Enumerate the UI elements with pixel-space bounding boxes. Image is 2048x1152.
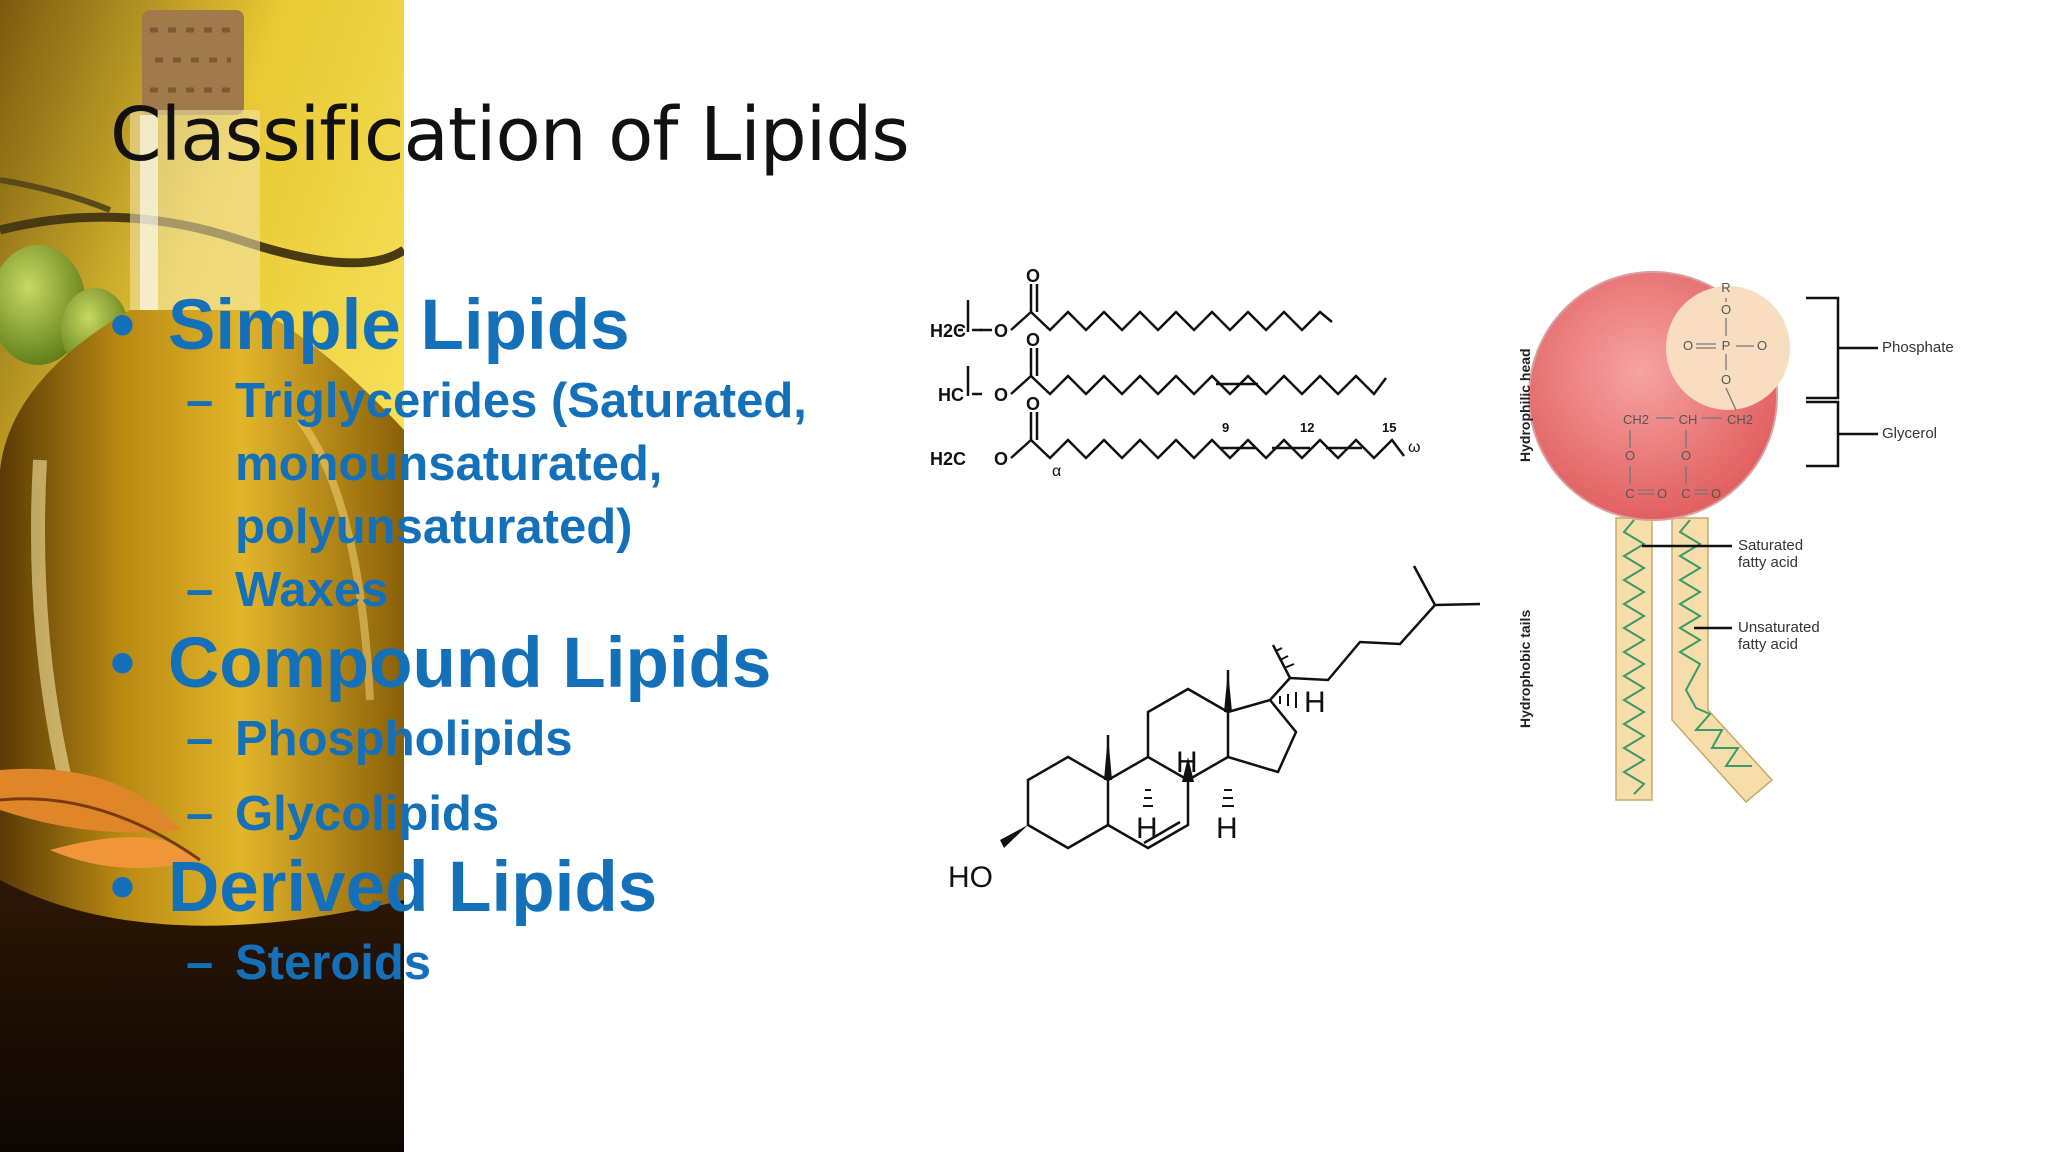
ch2-group: CH2 (1727, 412, 1753, 427)
hydrophilic-head-label: Hydrophilic head (1517, 348, 1533, 462)
carbon-atom: C (1681, 486, 1690, 501)
bullet-simple-lipids: • Simple Lipids (110, 286, 910, 366)
dash-mark: – (186, 712, 214, 766)
glycerol-c3-label: H2C (930, 449, 966, 469)
oxygen-atom: O (1657, 486, 1667, 501)
carbon-atom: C (1625, 486, 1634, 501)
oxygen-atom: O (1711, 486, 1721, 501)
oxygen-atom: O (1721, 372, 1731, 387)
subitem-label-line2: monounsaturated, (235, 437, 663, 491)
phosphorus-atom: P (1722, 338, 1731, 353)
dash-mark: – (186, 563, 214, 617)
bullet-label: Simple Lipids (168, 286, 630, 365)
cholesterol-structure: HO H H H H (948, 565, 1481, 894)
subitem-waxes: – Waxes (110, 559, 910, 622)
bullet-label: Derived Lipids (168, 848, 658, 927)
subitem-label-line1: Triglycerides (Saturated, (235, 374, 807, 428)
bullet-dot: • (110, 848, 135, 927)
slide-title: Classification of Lipids (110, 92, 910, 178)
subitem-steroids: – Steroids (110, 932, 910, 995)
ester-oxygen-label: O (994, 321, 1008, 341)
hydroxyl-label: HO (948, 861, 993, 894)
alpha-label: α (1052, 463, 1061, 480)
bullet-label: Compound Lipids (168, 624, 772, 703)
subitem-label: Glycolipids (235, 787, 500, 841)
position-12-label: 12 (1300, 420, 1314, 435)
ester-oxygen-label: O (994, 449, 1008, 469)
r-group-label: R (1721, 280, 1730, 295)
dash-mark: – (186, 787, 214, 841)
subitem-label: Phospholipids (235, 712, 573, 766)
unsaturated-label-line2: fatty acid (1738, 636, 1798, 653)
hydrophobic-tails-label: Hydrophobic tails (1517, 610, 1533, 728)
omega-label: ω (1408, 439, 1421, 456)
triglyceride-structure: H2C HC H2C O O O O O O 9 12 15 α ω (930, 266, 1421, 480)
subitem-label: Waxes (235, 563, 389, 617)
carbonyl-oxygen-label: O (1026, 266, 1040, 286)
subitem-glycolipids: – Glycolipids (110, 783, 910, 846)
glycerol-label: Glycerol (1882, 425, 1937, 442)
ester-oxygen-label: O (994, 385, 1008, 405)
saturated-label-line1: Saturated (1738, 537, 1803, 554)
subitem-phospholipids: – Phospholipids (110, 708, 910, 771)
bullet-derived-lipids: • Derived Lipids (110, 848, 910, 928)
phosphate-label: Phosphate (1882, 339, 1954, 356)
glycerol-c1-label: H2C (930, 321, 966, 341)
carbonyl-oxygen-label: O (1026, 394, 1040, 414)
oxygen-atom: O (1681, 448, 1691, 463)
ch2-group: CH2 (1623, 412, 1649, 427)
subitem-label: Steroids (235, 936, 432, 990)
ch-group: CH (1679, 412, 1698, 427)
saturated-label-line2: fatty acid (1738, 554, 1798, 571)
lipid-class-list: • Simple Lipids – Triglycerides (Saturat… (110, 286, 910, 995)
oxygen-atom: O (1625, 448, 1635, 463)
bullet-dot: • (110, 286, 135, 365)
bullet-dot: • (110, 624, 135, 703)
position-9-label: 9 (1222, 420, 1229, 435)
unsaturated-label-line1: Unsaturated (1738, 619, 1820, 636)
hydrogen-label: H (1304, 686, 1326, 719)
olive-oil-photo (0, 0, 404, 1152)
oxygen-atom: O (1721, 302, 1731, 317)
subitem-triglycerides: – Triglycerides (Saturated, monounsatura… (110, 370, 910, 559)
bullet-compound-lipids: • Compound Lipids (110, 624, 910, 704)
subitem-label-line3: polyunsaturated) (235, 500, 633, 554)
oxygen-atom: O (1683, 338, 1693, 353)
carbonyl-oxygen-label: O (1026, 330, 1040, 350)
hydrogen-label: H (1136, 812, 1158, 845)
oxygen-atom: O (1757, 338, 1767, 353)
dash-mark: – (186, 374, 214, 428)
glycerol-c2-label: HC (938, 385, 964, 405)
hydrogen-label: H (1216, 812, 1238, 845)
position-15-label: 15 (1382, 420, 1396, 435)
dash-mark: – (186, 936, 214, 990)
phospholipid-diagram: R O O P O O CH2 CH CH2 O O C O C O Hydro… (1517, 271, 1954, 804)
hydrogen-label: H (1176, 746, 1198, 779)
